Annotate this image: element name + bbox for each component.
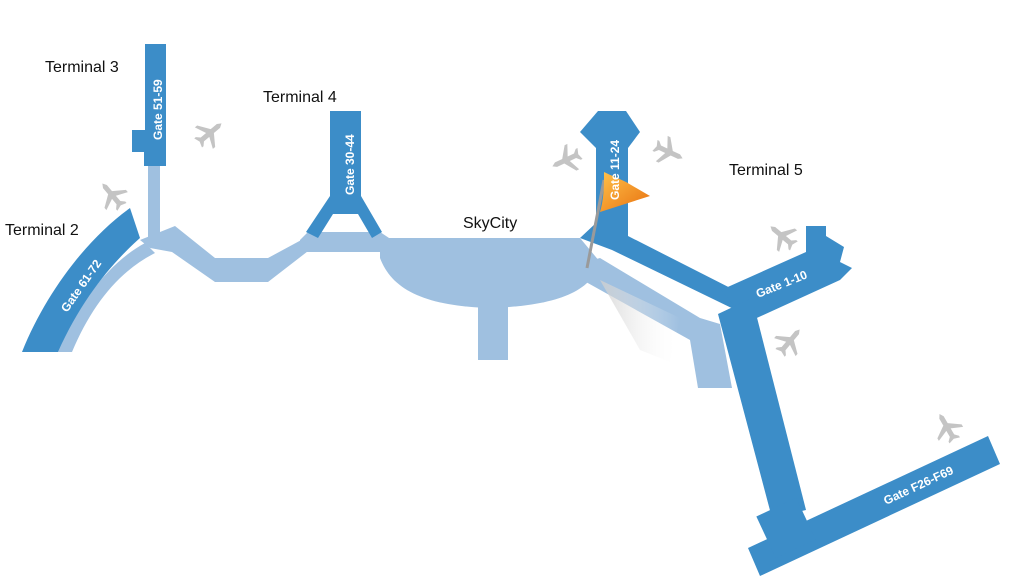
terminal-4-base <box>300 232 392 252</box>
airplane-icon <box>769 320 811 362</box>
connector-t3-t4 <box>140 226 312 282</box>
airplane-icon <box>649 132 689 172</box>
terminal-4-label: Terminal 4 <box>263 89 337 106</box>
airplane-icon <box>927 407 967 448</box>
skycity-hall <box>380 238 600 308</box>
flag-shadow <box>600 280 680 362</box>
gate-11-24-pier[interactable] <box>580 111 754 315</box>
walkway-skycity-t5 <box>586 258 732 388</box>
gate-51-59-pier[interactable] <box>132 44 166 166</box>
airplane-icon <box>546 140 586 180</box>
airplane-icon <box>91 174 133 216</box>
gate-30-44-label[interactable]: Gate 30-44 <box>343 134 357 195</box>
airplane-icon <box>761 215 803 257</box>
gate-11-24-label[interactable]: Gate 11-24 <box>608 140 622 200</box>
flag-pole <box>585 179 606 269</box>
airplane-icon <box>189 112 231 154</box>
concourse-walkways <box>58 162 732 388</box>
flag-cloth <box>600 172 650 212</box>
gate-51-59-label[interactable]: Gate 51-59 <box>151 79 165 140</box>
skycity-label: SkyCity <box>463 215 517 232</box>
terminal-2-walkway <box>58 243 155 352</box>
terminal-5-label: Terminal 5 <box>729 162 803 179</box>
gate-61-72-pier[interactable] <box>22 208 140 352</box>
pier-south-joint <box>756 497 816 559</box>
terminal-3-stem <box>148 162 160 244</box>
terminal-3-label: Terminal 3 <box>45 59 119 76</box>
skycity-south-stem <box>478 300 508 360</box>
gate-30-44-pier[interactable] <box>306 111 382 238</box>
flag-pin-icon[interactable] <box>585 172 650 269</box>
gate-1-10-pier[interactable] <box>721 226 852 322</box>
terminal-2-label: Terminal 2 <box>5 222 79 239</box>
gate-piers <box>22 44 1000 576</box>
pier-south-link[interactable] <box>718 298 806 518</box>
